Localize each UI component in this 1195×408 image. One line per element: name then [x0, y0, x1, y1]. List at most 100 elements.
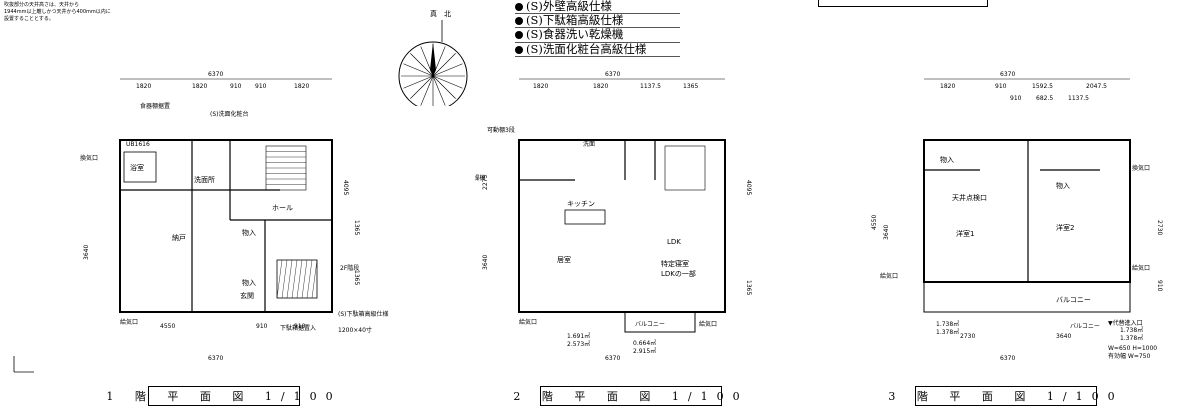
overall-width: 6370 [1000, 71, 1015, 78]
annotation: 食器棚据置 [140, 102, 170, 110]
room-label: キッチン [567, 200, 595, 208]
compass-spoke [403, 63, 434, 77]
room-label: ホール [272, 204, 293, 212]
compass-spoke [432, 53, 456, 77]
dim-top: 2047.5 [1086, 83, 1107, 90]
room-label: 物入 [242, 278, 256, 287]
plan-title-1: 1 階 平 面 図 1/100 [106, 386, 333, 406]
room-label: 洋室2 [1056, 223, 1074, 232]
bullet-icon [515, 31, 523, 40]
room-label: 物入 [940, 155, 954, 164]
header-note-1: 吹抜部分の天井高さは、天井から [4, 2, 80, 8]
annotation: W=650 H=1000 [1108, 345, 1157, 352]
spec-item: (S)下駄箱高級仕様 [515, 14, 680, 29]
room-label: 居室 [557, 255, 571, 264]
dim-top: 1820 [192, 83, 207, 90]
hatch-line [291, 259, 298, 299]
spec-list: (S)外壁高級仕様 (S)下駄箱高級仕様 (S)食器洗い乾燥機 (S)洗面化粧台… [515, 0, 680, 57]
compass-spoke [432, 75, 456, 99]
dim-bottom: 3640 [1056, 333, 1071, 340]
dim-right: 910 [1156, 280, 1163, 292]
dim-bottom: 910 [256, 323, 268, 330]
value-label: 2.915㎡ [633, 347, 656, 355]
annotation: バルコニー [635, 321, 665, 328]
value-label: 1.378㎡ [936, 328, 959, 336]
spec-item: (S)外壁高級仕様 [515, 0, 680, 15]
plan-title-2: 2 階 平 面 図 1/100 [513, 386, 740, 406]
annotation: 洗面 [583, 140, 595, 148]
hatch-line [296, 259, 303, 299]
compass-spoke [432, 75, 463, 89]
dim-bottom: 910 [294, 323, 306, 330]
annotation: 有効幅 W=750 [1108, 352, 1151, 360]
hatch-line [281, 259, 288, 299]
dim-right: 1365 [353, 220, 360, 235]
floor-plan-1: 6370 1820 1820 910 910 1820 4550 910 910… [80, 71, 389, 362]
room-label: 納戸 [172, 233, 186, 242]
dim-top: 910 [230, 83, 242, 90]
annotation: 給気口 [1132, 264, 1150, 272]
dim-bottom: 4550 [160, 323, 175, 330]
dim-left: 3640 [83, 245, 90, 260]
hatch-line [306, 259, 313, 299]
annotation: 給気口 [880, 272, 898, 280]
dim-right: 1365 [745, 280, 752, 295]
room-label: 特定寝室 [661, 259, 689, 268]
annotation: ▼代替進入口 [1108, 319, 1143, 327]
dim-top: 1820 [533, 83, 548, 90]
overall-width-bottom: 6370 [208, 355, 223, 362]
dim-top: 1137.5 [640, 83, 661, 90]
value-label: 0.664㎡ [633, 339, 656, 347]
room-label: 天井点検口 [952, 193, 987, 202]
hatch-line [311, 259, 318, 299]
annotation: 1200×40寸 [338, 326, 372, 334]
dim-top: 1820 [136, 83, 151, 90]
compass-spoke [410, 75, 434, 99]
exterior-wall [119, 139, 333, 313]
kitchen-counter [564, 209, 606, 225]
balcony [923, 281, 1131, 313]
dim-right: 2730 [1156, 220, 1163, 235]
spec-item: (S)食器洗い乾燥機 [515, 28, 680, 43]
north-pointer-icon [430, 42, 436, 76]
annotation: UB1616 [126, 141, 150, 148]
bathtub-icon [123, 151, 157, 183]
annotation: 下駄箱据置入 [280, 324, 316, 332]
dim-top2: 1137.5 [1068, 95, 1089, 102]
compass-rose: 真 北 [398, 9, 468, 106]
annotation: 換気口 [80, 154, 98, 162]
dim-right: 1365 [353, 270, 360, 285]
dim-right: 4095 [745, 180, 752, 195]
bullet-icon [515, 3, 523, 11]
dim-top2: 910 [1010, 95, 1022, 102]
annotation: (S)食器洗い乾燥機 [475, 174, 486, 182]
room-label: 物入 [1056, 181, 1070, 190]
dim-left: 3640 [482, 255, 489, 270]
floor-plan-3: 6370 1820 910 1592.5 2047.5 910 682.5 11… [871, 71, 1163, 362]
floor-plan-2: 6370 1820 1820 1137.5 1365 6370 5460 227… [475, 71, 752, 362]
hatch-line [301, 259, 308, 299]
annotation: (S)洗面化粧台 [210, 110, 249, 118]
dim-top: 910 [255, 83, 267, 90]
dim-top: 910 [995, 83, 1007, 90]
dim-left: 2275 [482, 175, 489, 190]
bullet-icon [515, 17, 523, 26]
dim-top: 1820 [294, 83, 309, 90]
value-label: 2.573㎡ [567, 340, 590, 348]
room-label: 洗面所 [194, 175, 215, 184]
north-label: 真 北 [430, 9, 451, 18]
dim-top: 1365 [683, 83, 698, 90]
annotation: 可動棚3段 [487, 126, 515, 134]
compass-spoke [420, 75, 434, 106]
overall-width-bottom: 6370 [1000, 355, 1015, 362]
room-label: 洋室1 [956, 229, 974, 238]
dim-top: 1592.5 [1032, 83, 1053, 90]
compass-spoke [410, 53, 434, 77]
entrance-hatch [276, 259, 318, 299]
compass-spoke [432, 63, 463, 77]
title-block-fragment [818, 0, 988, 7]
value-label: 1.378㎡ [1120, 334, 1143, 342]
room-label: 物入 [242, 228, 256, 237]
room-label: LDKの一部 [661, 269, 696, 278]
